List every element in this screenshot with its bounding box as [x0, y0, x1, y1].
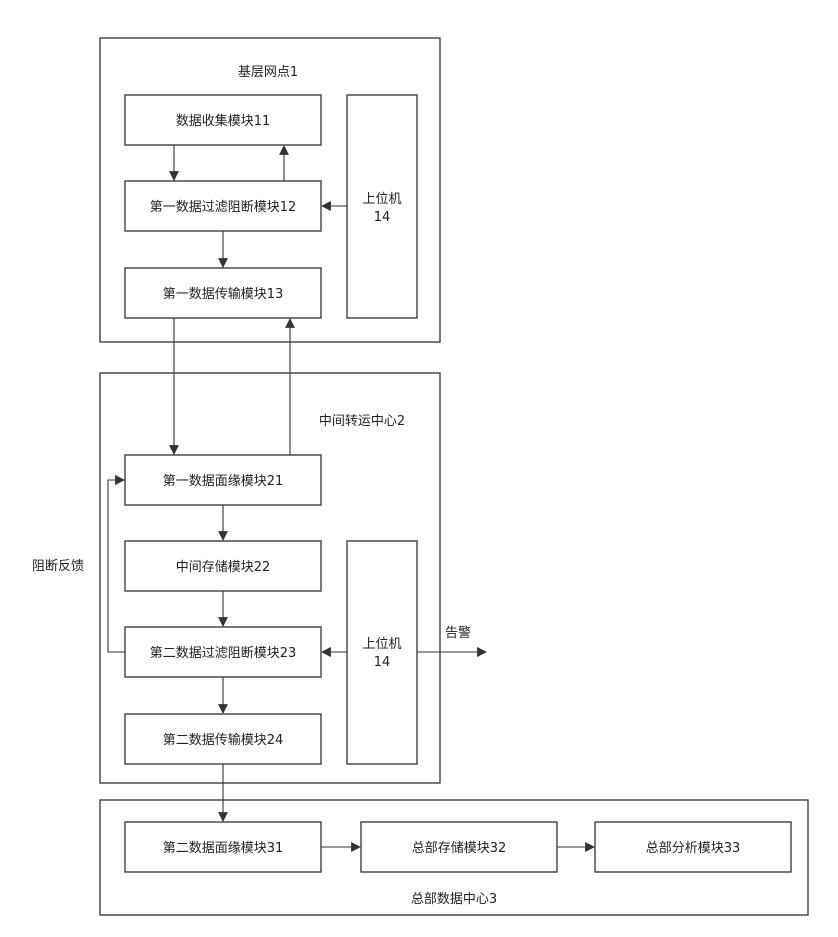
module-33-label: 总部分析模块33 [646, 841, 741, 856]
module-13-label: 第一数据传输模块13 [163, 286, 284, 302]
host-computer-2-box [347, 541, 417, 764]
block-feedback-label: 阻断反馈 [32, 559, 84, 574]
module-31-label: 第二数据面缘模块31 [163, 841, 284, 856]
transit-center-title: 中间转运中心2 [319, 414, 405, 429]
host-computer-1-line2: 14 [374, 210, 391, 225]
alarm-label: 告警 [445, 625, 471, 641]
host-computer-2-line1: 上位机 [362, 637, 401, 652]
module-22-label: 中间存储模块22 [176, 560, 271, 575]
module-24-label: 第二数据传输模块24 [163, 732, 284, 748]
host-computer-2-line2: 14 [374, 655, 391, 670]
base-node-title: 基层网点1 [238, 65, 298, 80]
module-32-label: 总部存储模块32 [412, 841, 507, 856]
host-computer-1-line1: 上位机 [362, 192, 401, 207]
module-21-label: 第一数据面缘模块21 [163, 474, 284, 489]
module-11-label: 数据收集模块11 [176, 113, 271, 129]
hq-center-title: 总部数据中心3 [411, 892, 497, 907]
module-23-label: 第二数据过滤阻断模块23 [150, 646, 297, 661]
module-12-label: 第一数据过滤阻断模块12 [150, 200, 297, 215]
arrow-block-feedback [108, 480, 125, 652]
